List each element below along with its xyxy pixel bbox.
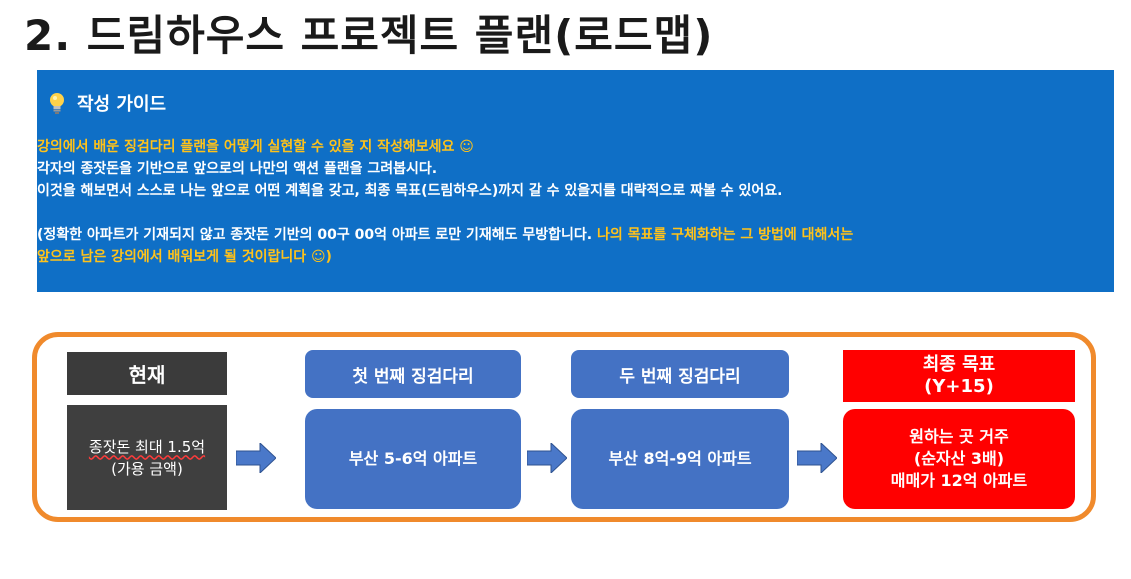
writing-guide-panel: 작성 가이드 강의에서 배운 징검다리 플랜을 어떻게 실현할 수 있을 지 작…	[37, 70, 1114, 292]
guide-line-2: 각자의 종잣돈을 기반으로 앞으로의 나만의 액션 플랜을 그려봅시다.	[37, 161, 438, 177]
stage-final-line-2: (순자산 3배)	[913, 449, 1005, 468]
stage-second-content: 부산 8억-9억 아파트	[608, 449, 752, 468]
stage-current-line-1: 종잣돈 최대 1.5억	[88, 437, 206, 456]
stage-final-label-line-2: (Y+15)	[924, 376, 994, 397]
arrow-right-icon	[236, 443, 276, 473]
stage-final-line-1: 원하는 곳 거주	[909, 427, 1009, 446]
guide-line-3: 이것을 해보면서 스스로 나는 앞으로 어떤 계획을 갖고, 최종 목표(드림하…	[37, 183, 783, 199]
stage-first-label: 첫 번째 징검다리	[305, 350, 521, 398]
stage-first-label-text: 첫 번째 징검다리	[352, 366, 474, 387]
guide-header: 작성 가이드	[47, 90, 166, 116]
stage-current-box: 종잣돈 최대 1.5억 (가용 금액)	[67, 405, 227, 510]
stage-second-label: 두 번째 징검다리	[571, 350, 789, 398]
stage-second-box: 부산 8억-9억 아파트	[571, 409, 789, 509]
arrow-right-icon	[527, 443, 567, 473]
lightbulb-icon	[47, 91, 67, 115]
stage-second-label-text: 두 번째 징검다리	[619, 366, 741, 387]
guide-line-4-white: (정확한 아파트가 기재되지 않고 종잣돈 기반의 00구 00억 아파트 로만…	[37, 227, 593, 243]
stage-final-line-3: 매매가 12억 아파트	[890, 471, 1028, 490]
guide-line-4-yellow: 나의 목표를 구체화하는 그 방법에 대해서는	[592, 227, 854, 243]
arrow-right-icon	[797, 443, 837, 473]
stage-first-box: 부산 5-6억 아파트	[305, 409, 521, 509]
stage-first-content: 부산 5-6억 아파트	[348, 449, 478, 468]
stage-final-box: 원하는 곳 거주 (순자산 3배) 매매가 12억 아파트	[843, 409, 1075, 509]
guide-line-5: 앞으로 남은 강의에서 배워보게 될 것이랍니다 ☺)	[37, 249, 332, 265]
guide-line-4: (정확한 아파트가 기재되지 않고 종잣돈 기반의 00구 00억 아파트 로만…	[37, 224, 853, 246]
stage-final-label: 최종 목표 (Y+15)	[843, 350, 1075, 402]
guide-spacer	[37, 202, 853, 224]
guide-header-text: 작성 가이드	[77, 94, 167, 115]
roadmap-frame	[32, 332, 1096, 522]
stage-current-line-2: (가용 금액)	[111, 459, 183, 478]
page-title: 2. 드림하우스 프로젝트 플랜(로드맵)	[24, 11, 714, 60]
stage-final-label-line-1: 최종 목표	[922, 354, 996, 375]
guide-line-1: 강의에서 배운 징검다리 플랜을 어떻게 실현할 수 있을 지 작성해보세요 ☺	[37, 139, 474, 155]
guide-text: 강의에서 배운 징검다리 플랜을 어떻게 실현할 수 있을 지 작성해보세요 ☺…	[37, 136, 853, 268]
stage-current-label: 현재	[67, 352, 227, 395]
stage-current-label-text: 현재	[128, 363, 166, 387]
